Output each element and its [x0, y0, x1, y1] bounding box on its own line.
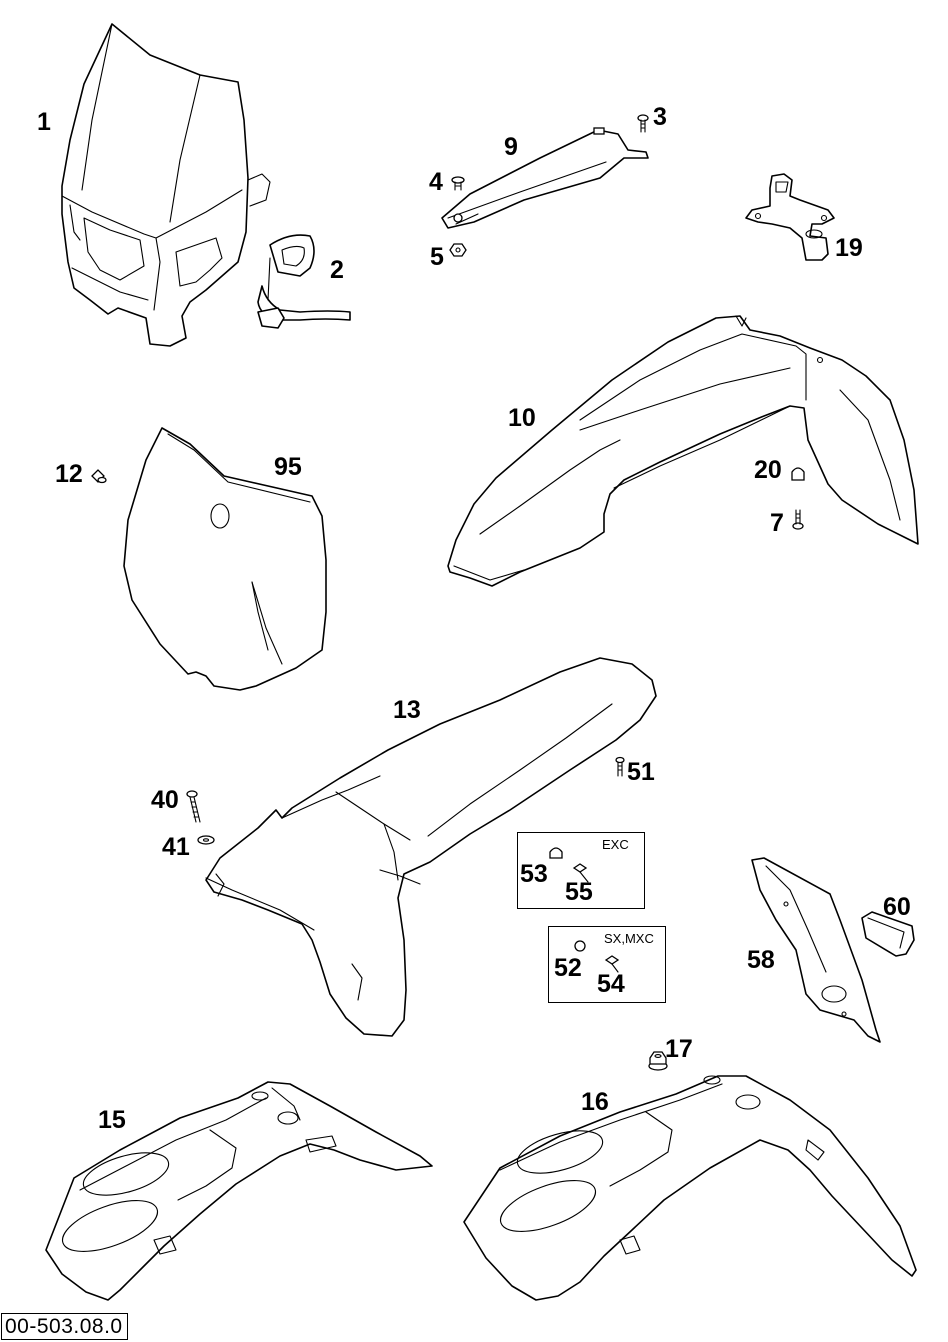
callout-52: 52: [554, 954, 582, 982]
gasket-part: [861, 911, 915, 957]
front-fender-16-part: [463, 1075, 917, 1301]
callout-51: 51: [627, 758, 655, 786]
callout-3: 3: [653, 103, 667, 131]
front-fender-part: [447, 315, 919, 587]
screw-55-part: [572, 863, 589, 883]
callout-4: 4: [429, 168, 443, 196]
grommet-53-part: [549, 847, 563, 859]
nut-5-part: [449, 243, 467, 257]
rear-fender-part: [205, 657, 657, 1037]
callout-5: 5: [430, 243, 444, 271]
sx-mxc-variant-box: SX,MXC: [548, 926, 666, 1003]
callout-7: 7: [770, 509, 784, 537]
callout-17: 17: [665, 1035, 693, 1063]
callout-40: 40: [151, 786, 179, 814]
callout-60: 60: [883, 893, 911, 921]
exc-variant-box: EXC: [517, 832, 645, 909]
callout-9: 9: [504, 133, 518, 161]
callout-55: 55: [565, 878, 593, 906]
nut-17-part: [648, 1051, 668, 1071]
exc-variant-label: EXC: [602, 837, 629, 852]
callout-15: 15: [98, 1106, 126, 1134]
callout-41: 41: [162, 833, 190, 861]
side-cover-part: [751, 857, 881, 1043]
callout-2: 2: [330, 256, 344, 284]
diagram-reference-code: 00-503.08.0: [1, 1313, 128, 1340]
callout-58: 58: [747, 946, 775, 974]
screw-54-part: [604, 955, 620, 973]
screw-12-part: [91, 469, 107, 484]
callout-53: 53: [520, 860, 548, 888]
nut-20-part: [791, 467, 805, 481]
grommet-52-part: [574, 940, 586, 952]
screw-4-part: [451, 176, 465, 191]
plate-bracket-part: [745, 173, 835, 261]
callout-20: 20: [754, 456, 782, 484]
sx-mxc-variant-label: SX,MXC: [604, 931, 654, 946]
callout-95: 95: [274, 453, 302, 481]
bolt-40-part: [186, 790, 201, 823]
washer-41-part: [197, 835, 215, 845]
callout-12: 12: [55, 460, 83, 488]
number-plate-part: [123, 427, 327, 691]
screw-3-part: [637, 114, 649, 133]
front-fender-15-part: [45, 1081, 433, 1301]
callout-1: 1: [37, 108, 51, 136]
screw-51-part: [615, 756, 625, 777]
callout-10: 10: [508, 404, 536, 432]
callout-16: 16: [581, 1088, 609, 1116]
callout-19: 19: [835, 234, 863, 262]
holder-strip-part: [441, 127, 649, 229]
headlight-mask-part: [61, 23, 271, 347]
screw-7-part: [792, 509, 804, 530]
bracket-part: [257, 234, 351, 329]
callout-13: 13: [393, 696, 421, 724]
callout-54: 54: [597, 970, 625, 998]
